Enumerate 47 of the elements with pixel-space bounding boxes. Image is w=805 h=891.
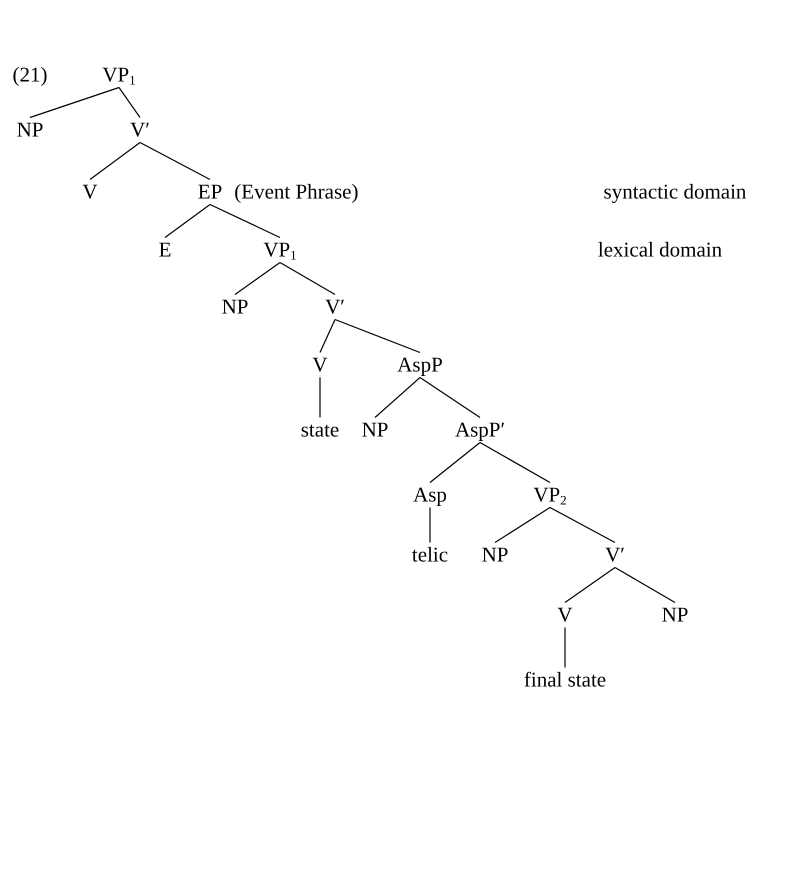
tree-node-label: V	[82, 180, 98, 204]
tree-node-label: E	[158, 238, 172, 262]
domain-label: lexical domain	[598, 240, 722, 260]
tree-node-label: V′	[325, 294, 345, 320]
tree-branch	[164, 204, 210, 238]
tree-node-label: telic	[412, 542, 448, 568]
tree-branch	[480, 442, 550, 484]
tree-node-label: NP	[16, 118, 44, 142]
tree-branch	[90, 142, 140, 180]
tree-branch	[280, 262, 336, 296]
tree-branch	[429, 508, 431, 542]
tree-node-label: final state	[524, 668, 606, 692]
tree-branch	[374, 377, 420, 418]
tree-branch	[319, 378, 321, 418]
tree-node-label: AspP′	[454, 418, 506, 442]
tree-node-label: NP	[362, 418, 388, 442]
tree-node-label: Asp	[413, 482, 447, 508]
tree-node-label: EP	[198, 180, 222, 204]
tree-branch	[319, 319, 336, 353]
tree-branch	[564, 628, 566, 668]
tree-node-label: state	[300, 418, 340, 442]
tree-branch	[118, 87, 140, 118]
tree-branch	[210, 204, 280, 238]
tree-branch	[614, 566, 676, 604]
tree-branch	[550, 506, 616, 544]
tree-node-label: VP$_{2}$	[533, 482, 567, 508]
tree-node-label: V	[312, 352, 328, 378]
tree-branch	[334, 318, 420, 354]
tree-node-label: NP	[222, 294, 248, 320]
tree-branch	[564, 567, 616, 603]
tree-node-label: V	[557, 602, 573, 628]
example-number: (21)	[12, 64, 48, 86]
tree-branch	[30, 86, 120, 118]
tree-branch	[140, 142, 210, 180]
tree-node-label: NP	[662, 602, 688, 628]
domain-label: syntactic domain	[604, 182, 746, 202]
tree-branch	[494, 507, 550, 543]
tree-branch	[234, 262, 280, 295]
tree-node-label: VP$_{1}$	[102, 62, 136, 88]
tree-branch	[430, 442, 480, 483]
tree-node-label: V′	[130, 118, 150, 142]
tree-branch	[420, 377, 480, 418]
tree-node-label: AspP	[397, 352, 443, 378]
node-annotation: (Event Phrase)	[234, 182, 358, 202]
tree-node-label: V′	[605, 542, 625, 568]
tree-node-label: VP$_{1}$	[263, 238, 297, 262]
tree-node-label: NP	[482, 542, 508, 568]
